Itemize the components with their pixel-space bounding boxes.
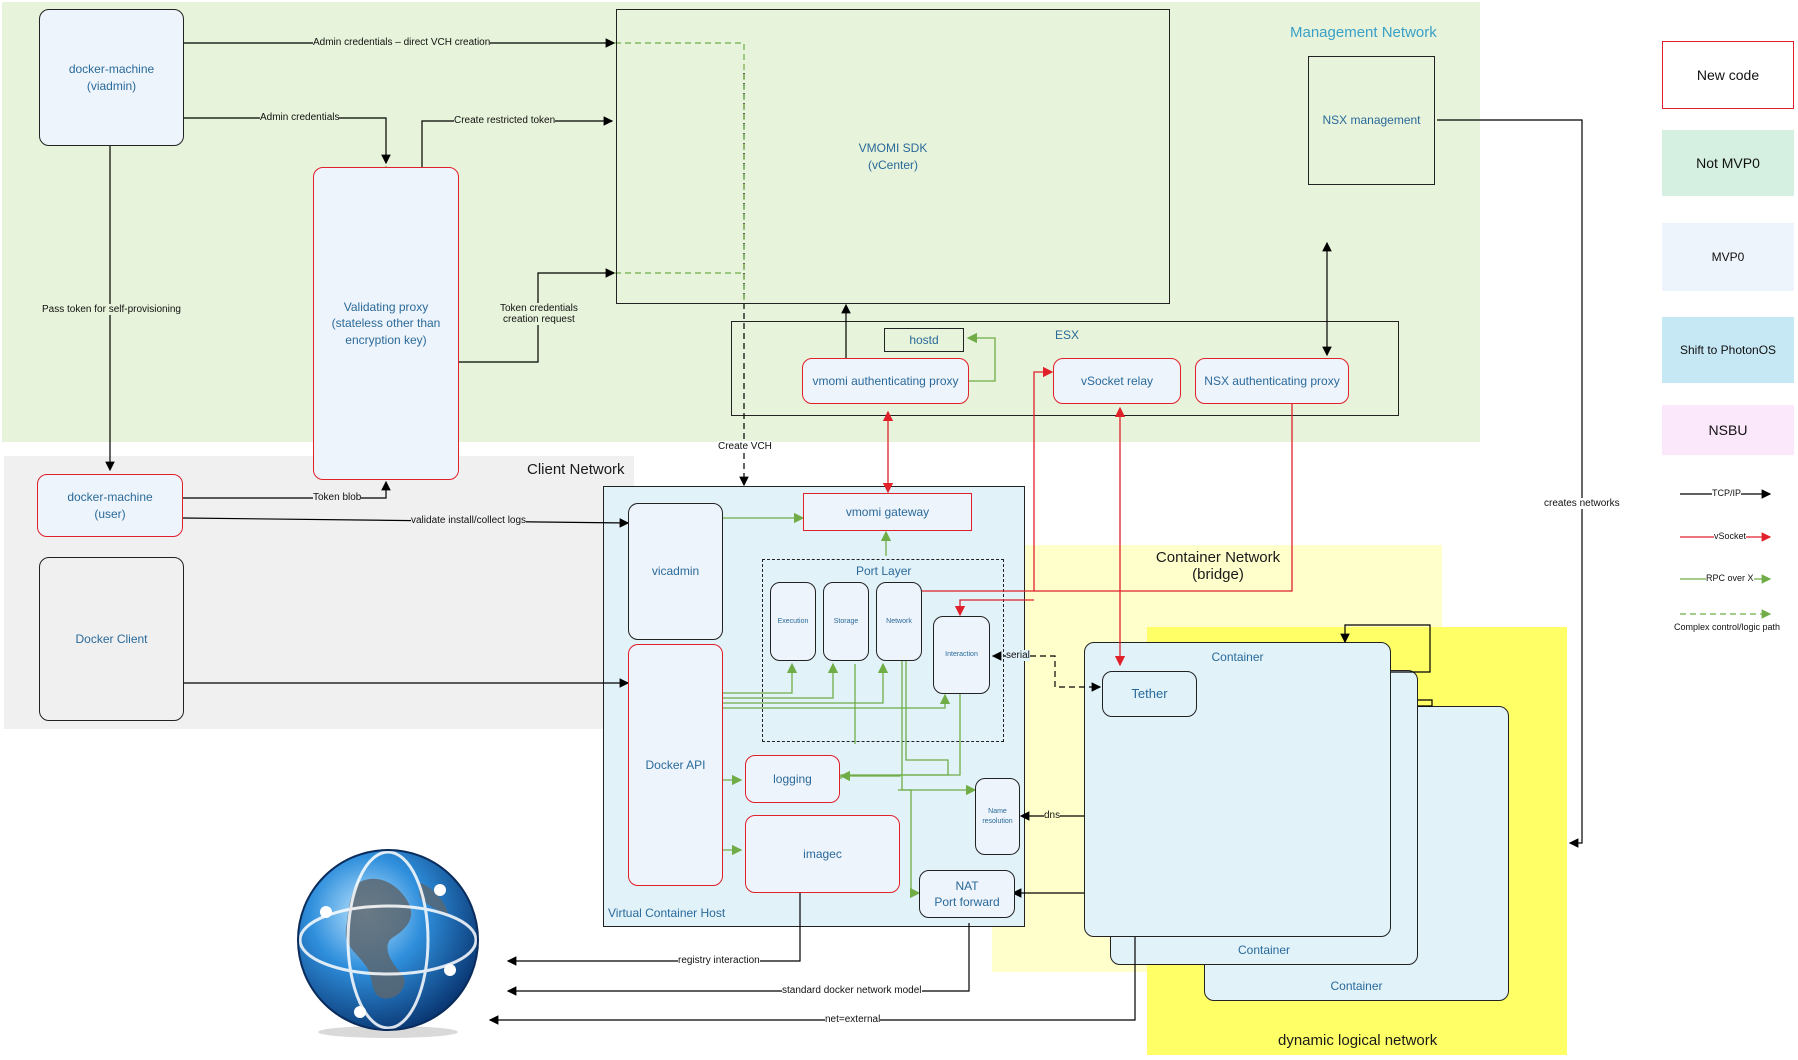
vicadmin-label: vicadmin [651,564,700,579]
nsx-management-label: NSX management [1322,113,1421,128]
edge-admin-direct-label: Admin credentials – direct VCH creation [313,37,491,48]
docker-client-box[interactable]: Docker Client [39,557,184,721]
validating-proxy-label: Validating proxy (stateless other than e… [331,300,441,347]
legend-new-code-label: New code [1696,67,1760,83]
edge-dns-label: dns [1044,810,1061,821]
validating-proxy-box[interactable]: Validating proxy (stateless other than e… [313,167,459,480]
legend-nsbu: NSBU [1662,405,1794,455]
dynamic-network-label: dynamic logical network [1278,1032,1438,1049]
vch-label: Virtual Container Host [608,906,726,920]
logging-box[interactable]: logging [745,755,840,803]
vmomi-gateway-label: vmomi gateway [845,504,930,519]
edge-create-vch-label: Create VCH [718,441,772,452]
hostd-box[interactable]: hostd [884,328,964,352]
client-network-label: Client Network [527,461,625,478]
storage-label: Storage [833,617,859,625]
edge-creates-networks-label: creates networks [1544,498,1620,509]
network-box[interactable]: Network [876,582,922,661]
container-network-label: Container Network (bridge) [1155,549,1281,583]
legend-shift-photon-label: Shift to PhotonOS [1679,343,1777,357]
docker-api-box[interactable]: Docker API [628,644,723,886]
nsx-management-box[interactable]: NSX management [1308,56,1435,185]
nsx-auth-proxy-label: NSX authenticating proxy [1204,373,1340,388]
docker-client-label: Docker Client [75,631,148,646]
edge-net-external-label: net=external [825,1014,881,1025]
edge-token-blob-label: Token blob [313,492,362,503]
edge-std-docker-label: standard docker network model [782,985,922,996]
edge-pass-token-label: Pass token for self-provisioning [42,304,181,315]
legend-mvp0-label: MVP0 [1711,250,1745,264]
legend-complex-label: Complex control/logic path [1674,622,1781,632]
edge-validate-install-label: validate install/collect logs [411,515,527,526]
interaction-label: Interaction [945,651,978,659]
edge-create-restricted-label: Create restricted token [454,115,556,126]
port-layer-label: Port Layer [856,564,912,578]
nat-label: NAT Port forward [934,878,1000,909]
vmomi-sdk-label: VMOMI SDK (vCenter) [858,141,928,172]
interaction-box[interactable]: Interaction [933,616,990,694]
vmomi-auth-proxy-label: vmomi authenticating proxy [812,373,959,388]
container-back-label: Container [1330,978,1383,993]
legend-vsocket-label: vSocket [1714,531,1747,541]
legend-not-mvp0: Not MVP0 [1662,130,1794,196]
tether-label: Tether [1131,686,1168,702]
docker-machine-admin-box[interactable]: docker-machine (viadmin) [39,9,184,146]
edge-serial-label: serial [1006,650,1030,661]
container-mid-label: Container [1237,942,1291,957]
legend-new-code: New code [1662,41,1794,109]
vsocket-relay-label: vSocket relay [1080,373,1154,388]
nsx-auth-proxy-box[interactable]: NSX authenticating proxy [1195,358,1349,404]
vmomi-auth-proxy-box[interactable]: vmomi authenticating proxy [802,358,969,404]
tether-box[interactable]: Tether [1102,671,1197,717]
docker-machine-user-label: docker-machine (user) [67,490,153,521]
name-resolution-box[interactable]: Name resolution [975,778,1020,855]
imagec-label: imagec [803,846,842,861]
esx-label: ESX [1055,328,1080,342]
nat-box[interactable]: NAT Port forward [919,870,1015,918]
vmomi-gateway-box[interactable]: vmomi gateway [803,493,972,531]
vmomi-sdk-box[interactable]: VMOMI SDK (vCenter) [616,9,1170,304]
container-front-label: Container [1211,650,1264,664]
management-network-label: Management Network [1290,24,1437,41]
vicadmin-box[interactable]: vicadmin [628,503,723,640]
hostd-label: hostd [909,332,939,347]
storage-box[interactable]: Storage [823,582,869,661]
docker-machine-user-box[interactable]: docker-machine (user) [37,474,183,537]
edge-admin-creds-label: Admin credentials [260,112,340,123]
execution-box[interactable]: Execution [770,582,816,661]
edge-token-creds-label: Token credentials creation request [500,303,578,325]
network-label: Network [886,617,912,625]
legend-nsbu-label: NSBU [1708,422,1748,438]
name-resolution-label: Name resolution [982,808,1013,825]
legend-rpc-label: RPC over X [1706,573,1754,583]
port-layer-zone [762,559,1004,742]
legend-mvp0: MVP0 [1662,223,1794,291]
edge-registry-label: registry interaction [678,955,760,966]
vsocket-relay-box[interactable]: vSocket relay [1053,358,1181,404]
legend-not-mvp0-label: Not MVP0 [1696,155,1760,171]
legend-tcpip-label: TCP/IP [1712,488,1742,498]
imagec-box[interactable]: imagec [745,815,900,893]
globe-icon [297,849,479,1038]
logging-label: logging [773,771,812,786]
esx-zone [731,321,1399,416]
docker-api-label: Docker API [645,757,706,772]
legend-shift-photon: Shift to PhotonOS [1662,317,1794,383]
execution-label: Execution [777,617,809,625]
docker-machine-admin-label: docker-machine (viadmin) [68,62,155,93]
